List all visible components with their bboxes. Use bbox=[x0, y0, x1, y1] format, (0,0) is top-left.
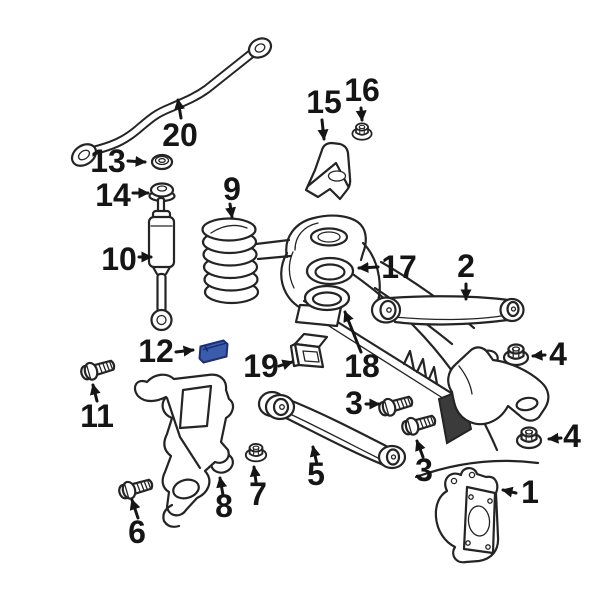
callout-5-arrow bbox=[309, 445, 321, 466]
callout-7[interactable]: 7 bbox=[249, 465, 267, 512]
callout-3-front[interactable]: 3 bbox=[345, 385, 381, 421]
callout-4-lower-arrow bbox=[547, 432, 563, 444]
part-bracket-stem-nut bbox=[351, 122, 373, 141]
callout-8[interactable]: 8 bbox=[215, 476, 233, 524]
part-control-arm-bolt-front bbox=[376, 391, 416, 420]
callout-2[interactable]: 2 bbox=[457, 248, 475, 301]
callout-20-arrow bbox=[174, 98, 185, 120]
callout-11-label[interactable]: 11 bbox=[80, 398, 114, 434]
anchor-bracket bbox=[133, 373, 235, 528]
callout-11-arrow bbox=[89, 383, 101, 403]
callout-17-arrow bbox=[357, 262, 380, 273]
callout-3-rear-label[interactable]: 3 bbox=[415, 452, 433, 488]
callout-4-lower-label[interactable]: 4 bbox=[563, 418, 581, 454]
callout-18[interactable]: 18 bbox=[343, 310, 380, 384]
callout-19-arrow bbox=[277, 359, 294, 371]
callout-4-lower[interactable]: 4 bbox=[547, 418, 581, 454]
callout-10[interactable]: 10 bbox=[101, 241, 153, 277]
callout-7-arrow bbox=[249, 465, 261, 484]
callout-1[interactable]: 1 bbox=[501, 474, 539, 510]
callout-12-arrow bbox=[174, 345, 195, 357]
callout-5[interactable]: 5 bbox=[307, 445, 325, 492]
callout-7-label[interactable]: 7 bbox=[249, 476, 267, 512]
part-steering-knuckle bbox=[434, 467, 500, 564]
part-spring-isolator-lower bbox=[303, 284, 351, 312]
highlighted-plate-shape[interactable] bbox=[198, 339, 229, 364]
part-coil-spring bbox=[201, 217, 260, 305]
callout-16-label[interactable]: 16 bbox=[344, 72, 380, 108]
part-spring-isolator-upper bbox=[305, 256, 355, 286]
callout-14[interactable]: 14 bbox=[95, 177, 150, 213]
callout-11[interactable]: 11 bbox=[80, 383, 114, 434]
callout-18-arrow bbox=[343, 310, 363, 354]
callout-15[interactable]: 15 bbox=[306, 84, 342, 141]
part-bracket-bolt-lower bbox=[116, 474, 156, 503]
callout-4-upper-arrow bbox=[531, 349, 547, 361]
callout-4-upper[interactable]: 4 bbox=[531, 336, 567, 372]
part-shock-absorber bbox=[147, 196, 176, 332]
callout-6-arrow bbox=[129, 498, 141, 520]
part-lower-control-arm bbox=[257, 390, 407, 470]
callout-17[interactable]: 17 bbox=[357, 249, 417, 285]
callout-18-label[interactable]: 18 bbox=[344, 348, 380, 384]
callout-12[interactable]: 12 bbox=[138, 333, 195, 369]
callout-15-arrow bbox=[317, 118, 329, 141]
callout-12-label[interactable]: 12 bbox=[138, 333, 174, 369]
part-bracket-nut bbox=[244, 442, 268, 463]
callout-13-label[interactable]: 13 bbox=[90, 143, 126, 179]
callout-14-label[interactable]: 14 bbox=[95, 177, 131, 213]
callout-16-arrow bbox=[355, 106, 367, 122]
callout-1-label[interactable]: 1 bbox=[521, 474, 539, 510]
callout-2-label[interactable]: 2 bbox=[457, 248, 475, 284]
callout-3-front-label[interactable]: 3 bbox=[345, 385, 363, 421]
callout-1-arrow bbox=[501, 486, 518, 498]
callout-13[interactable]: 13 bbox=[90, 143, 147, 179]
callout-15-label[interactable]: 15 bbox=[306, 84, 342, 120]
callout-8-label[interactable]: 8 bbox=[215, 488, 233, 524]
callout-20-label[interactable]: 20 bbox=[162, 117, 198, 153]
callout-13-arrow bbox=[126, 155, 147, 167]
callout-6[interactable]: 6 bbox=[128, 498, 146, 550]
callout-9[interactable]: 9 bbox=[223, 171, 241, 219]
part-spring-plate-highlighted[interactable] bbox=[198, 339, 229, 364]
part-control-arm-bolt-rear bbox=[399, 410, 439, 439]
callout-16[interactable]: 16 bbox=[344, 72, 380, 122]
callout-19[interactable]: 19 bbox=[243, 348, 294, 384]
callout-17-label[interactable]: 17 bbox=[381, 249, 417, 285]
callout-9-label[interactable]: 9 bbox=[223, 171, 241, 207]
part-stabilizer-track-bar bbox=[70, 37, 273, 167]
callout-3-rear-arrow bbox=[415, 439, 426, 459]
part-shock-stem-nut bbox=[150, 153, 174, 171]
part-upper-control-arm bbox=[370, 295, 525, 326]
callout-10-label[interactable]: 10 bbox=[101, 241, 137, 277]
part-bump-stop bbox=[289, 332, 329, 369]
part-control-arm-nut-upper bbox=[502, 343, 530, 367]
callout-8-arrow bbox=[216, 476, 228, 497]
callout-6-label[interactable]: 6 bbox=[128, 514, 146, 550]
part-shock-bushing bbox=[148, 182, 176, 203]
part-shock-upper-bracket bbox=[304, 141, 352, 201]
callout-19-label[interactable]: 19 bbox=[243, 348, 279, 384]
callout-5-label[interactable]: 5 bbox=[307, 456, 325, 492]
callout-4-upper-label[interactable]: 4 bbox=[549, 336, 567, 372]
callout-20[interactable]: 20 bbox=[162, 98, 198, 153]
callout-9-arrow bbox=[225, 202, 236, 219]
part-bracket-bolt-upper bbox=[78, 355, 118, 384]
part-control-arm-nut-lower bbox=[515, 426, 543, 450]
callout-3-rear[interactable]: 3 bbox=[415, 439, 433, 488]
frame-hanger-bracket bbox=[414, 346, 550, 479]
